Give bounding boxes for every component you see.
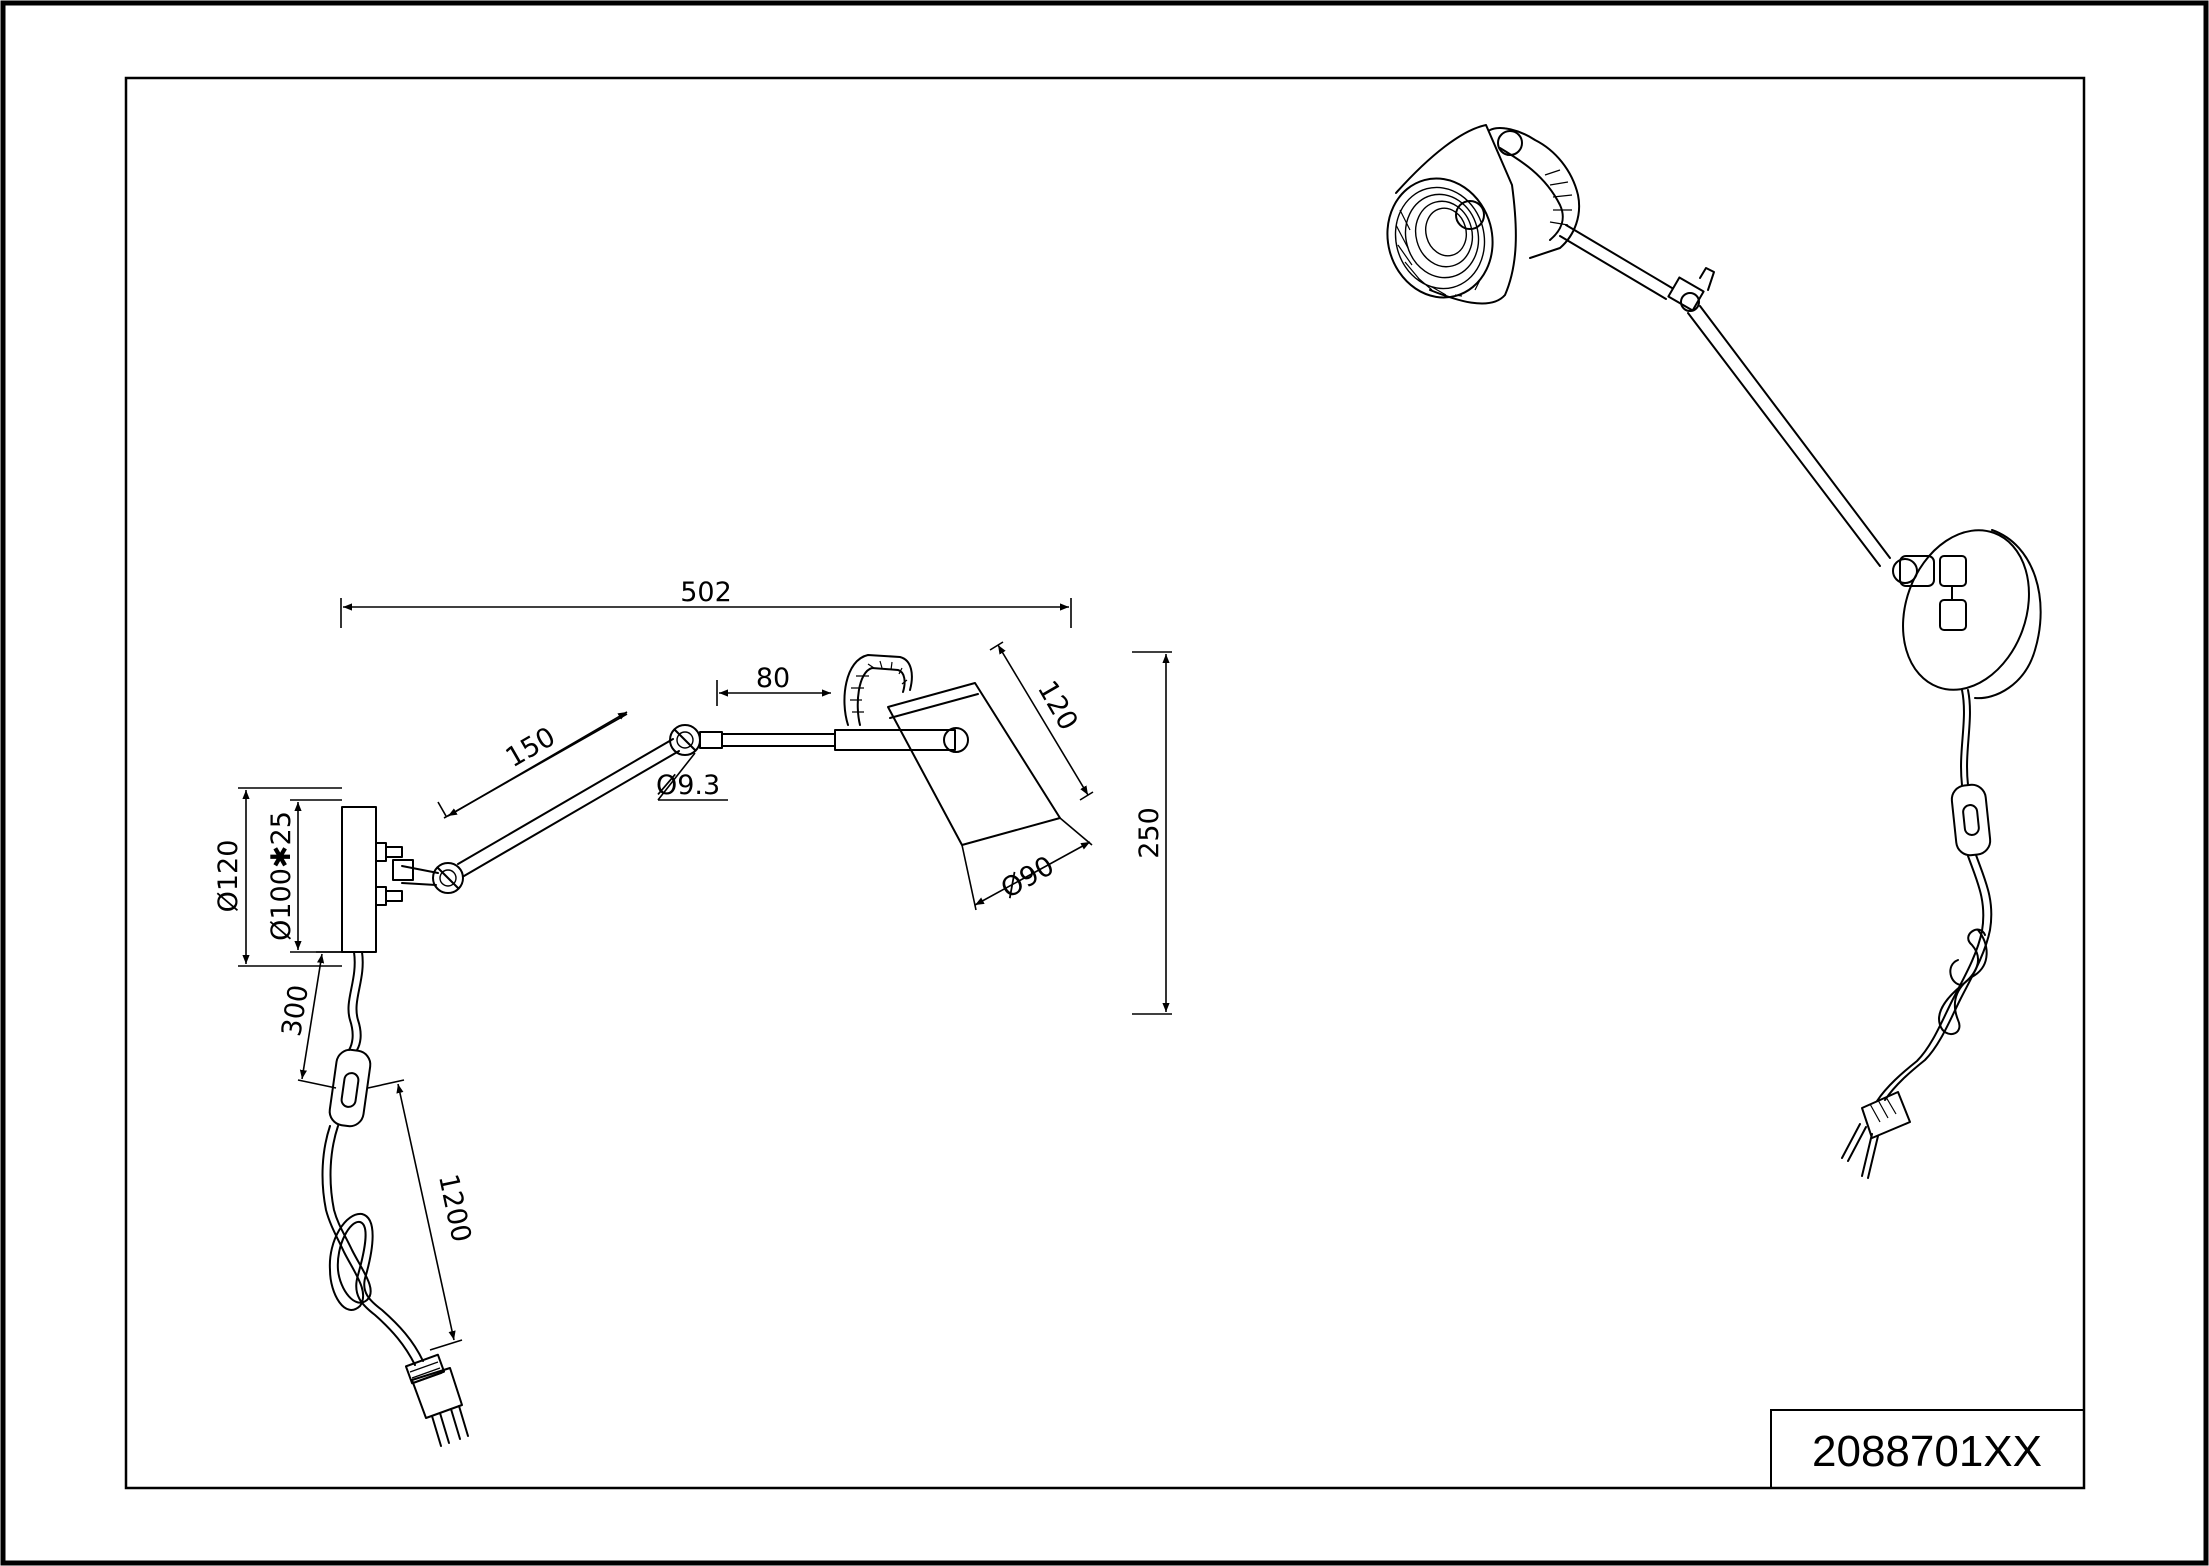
cable-lower (329, 1125, 416, 1366)
lamp-shade (887, 682, 1061, 846)
plug-drawing (404, 1353, 469, 1447)
diagonal-arm (457, 738, 680, 877)
dimension-arm-length: 150 (437, 711, 628, 819)
perspective-shade (1386, 124, 1580, 305)
dimension-overall-height: 250 (1132, 651, 1172, 1015)
dim-90: Ø90 (996, 850, 1060, 905)
perspective-base (1892, 529, 2042, 700)
dim-502: 502 (680, 577, 732, 608)
dimension-cable-plug: 1200 (367, 1079, 477, 1351)
dimension-overall-length: 502 (340, 577, 1072, 628)
dim-9-3: Ø9.3 (656, 770, 720, 801)
dim-120-base: Ø120 (213, 840, 244, 913)
dim-100x25: Ø100✱25 (266, 811, 297, 941)
lower-joint (432, 862, 464, 894)
model-number: 2088701XX (1812, 1427, 2042, 1476)
perspective-plug (1841, 1091, 1911, 1179)
dimension-base-inner: Ø100✱25 (266, 799, 342, 953)
dimension-joint-diameter: Ø9.3 (656, 752, 728, 801)
wall-base-plate (341, 806, 377, 953)
cable-upper (355, 951, 364, 1051)
shade-bracket (843, 654, 913, 726)
dimension-shade-diameter: Ø90 (961, 817, 1093, 911)
dimension-cable-switch: 300 (276, 951, 352, 1089)
perspective-cable (1960, 689, 1971, 786)
dimension-shade-offset: 80 (716, 663, 831, 706)
drawing-border (124, 76, 2086, 1490)
inline-switch-drawing (328, 1048, 372, 1128)
dimension-shade-height: 120 (989, 641, 1094, 801)
dim-120: 120 (1031, 676, 1084, 736)
lamp-perspective-view (1386, 124, 2042, 1179)
dim-1200: 1200 (432, 1171, 477, 1245)
perspective-cable-loop (1938, 928, 1988, 1035)
dim-150: 150 (501, 721, 561, 774)
title-block: 2088701XX (1770, 1409, 2085, 1489)
horizontal-arm (721, 727, 969, 753)
dim-80: 80 (756, 663, 790, 694)
dim-250: 250 (1134, 807, 1165, 859)
perspective-arm (1559, 224, 1891, 567)
perspective-switch (1950, 783, 1992, 857)
dimension-base-diameter: Ø120 (213, 787, 342, 967)
mounting-knobs (375, 842, 439, 906)
